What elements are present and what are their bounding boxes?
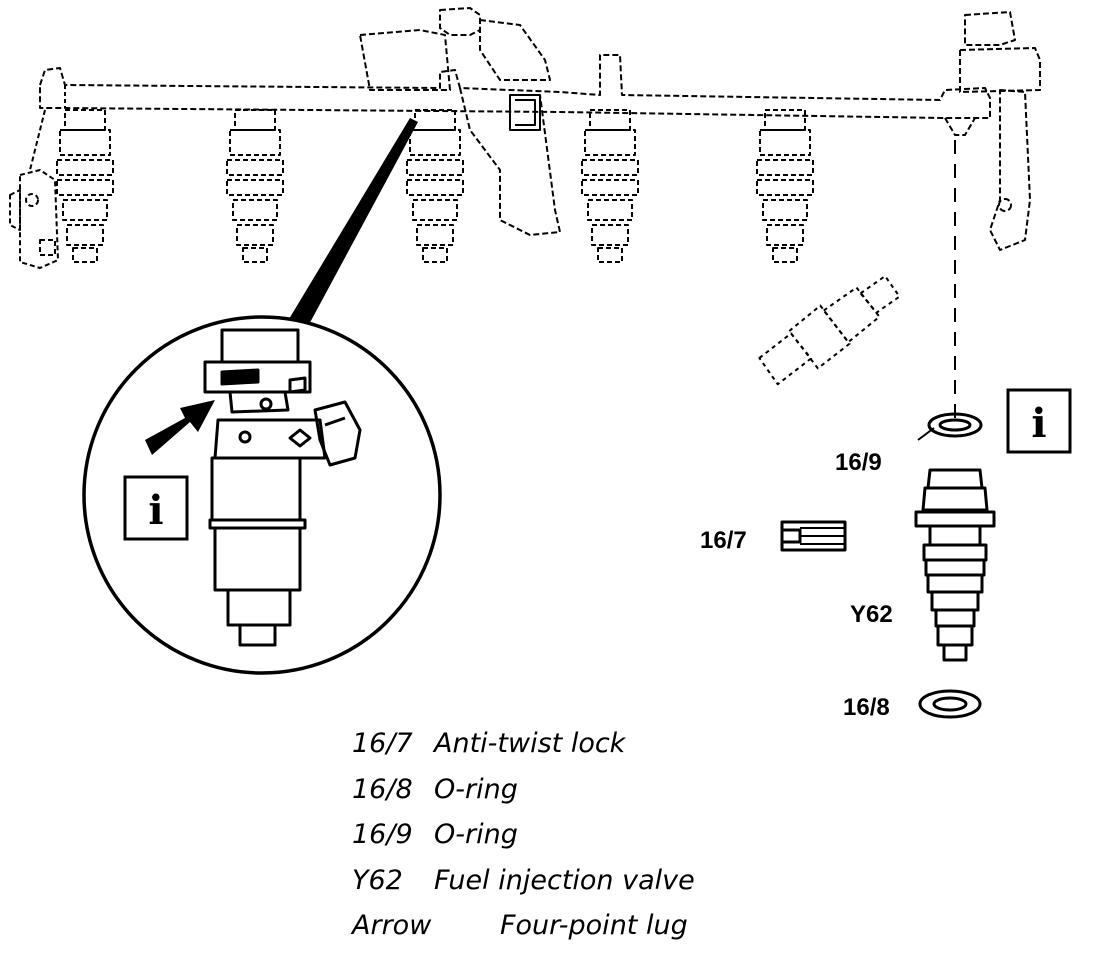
legend-code: 16/9	[352, 819, 413, 850]
injector-row	[56, 109, 814, 263]
legend-text: Fuel injection valve	[434, 864, 695, 896]
callout-valve-y62: Y62	[850, 601, 893, 628]
injector-4	[581, 109, 639, 263]
detail-magnifier	[82, 315, 442, 675]
removed-injector-ghost	[758, 275, 901, 386]
detail-leader	[286, 118, 418, 330]
legend-row-o-ring-16-9: 16/9 O-ring	[352, 815, 695, 861]
injector-1	[56, 109, 114, 263]
legend-code: Arrow	[352, 910, 432, 941]
injector-2	[226, 109, 284, 263]
injector-3	[406, 109, 464, 263]
legend-row-fuel-injection-valve: Y62 Fuel injection valve	[352, 861, 695, 907]
info-icon-letter: i	[148, 487, 163, 534]
fuel-injection-valve-y62	[914, 468, 996, 662]
legend-code: Y62	[352, 864, 403, 896]
four-point-lug-arrow	[145, 400, 215, 455]
legend-row-anti-twist-lock: 16/7 Anti-twist lock	[352, 724, 695, 770]
fuel-rail	[39, 54, 991, 119]
callout-anti-twist-lock: 16/7	[700, 527, 747, 554]
legend-code: 16/8	[352, 773, 413, 805]
pressure-regulator	[359, 7, 561, 236]
legend-row-o-ring-16-8: 16/8 O-ring	[352, 770, 695, 816]
anti-twist-lock-16-7	[780, 520, 847, 552]
o-ring-16-8	[918, 689, 982, 719]
legend-text: O-ring	[434, 819, 518, 850]
legend-text: O-ring	[434, 773, 518, 805]
info-icon: i	[123, 475, 189, 541]
o-ring-16-9	[917, 412, 983, 441]
left-bracket	[9, 109, 59, 269]
fuel-pressure-damper	[944, 11, 1041, 251]
info-icon: i	[1006, 388, 1072, 454]
legend-text: Four-point lug	[500, 910, 688, 941]
info-icon-letter: i	[1031, 400, 1046, 447]
injector-5	[756, 109, 814, 263]
legend-code: 16/7	[352, 728, 413, 759]
callout-o-ring-16-8: 16/8	[843, 694, 890, 721]
legend-text: Anti-twist lock	[434, 728, 626, 759]
callout-o-ring-16-9: 16/9	[835, 449, 882, 476]
legend-row-arrow: Arrow Four-point lug	[352, 906, 695, 952]
